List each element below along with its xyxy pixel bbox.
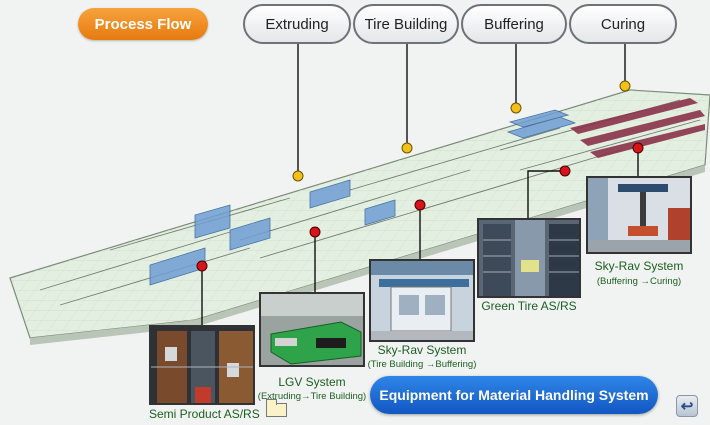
stage-markers bbox=[292, 80, 631, 182]
equipment-marker-semi-product bbox=[196, 260, 208, 272]
equipment-leader-lines bbox=[201, 148, 639, 326]
stage-leader-lines bbox=[297, 44, 626, 176]
process-flow-label: Process Flow bbox=[78, 8, 208, 40]
stage-marker-curing bbox=[619, 80, 631, 92]
lgv-system-photo bbox=[259, 292, 365, 367]
equipment-marker-green-tire bbox=[559, 165, 571, 177]
equipment-banner: Equipment for Material Handling System bbox=[370, 376, 658, 414]
curing-press-rows bbox=[570, 98, 705, 158]
equipment-marker-skyrav-2 bbox=[632, 142, 644, 154]
stage-buffering[interactable]: Buffering bbox=[461, 4, 567, 44]
storage-racks bbox=[149, 109, 577, 286]
folder-icon[interactable] bbox=[266, 399, 287, 417]
semi-product-asrs-title: Semi Product AS/RS bbox=[149, 407, 260, 421]
equipment-markers bbox=[196, 142, 644, 272]
stage-extruding[interactable]: Extruding bbox=[243, 4, 351, 44]
lgv-system-image bbox=[261, 294, 363, 365]
green-tire-asrs-title: Green Tire AS/RS bbox=[481, 299, 577, 313]
stage-curing[interactable]: Curing bbox=[569, 4, 677, 44]
skyrav-curing-image bbox=[588, 178, 690, 252]
skyrav-curing-subtitle: (Buffering →Curing) bbox=[596, 276, 682, 287]
back-arrow-icon[interactable]: ↩ bbox=[676, 395, 698, 417]
skyrav-curing-photo bbox=[586, 176, 692, 254]
lgv-system-subtitle: (Extruding→Tire Building) bbox=[257, 391, 367, 402]
stage-tire-building[interactable]: Tire Building bbox=[353, 4, 459, 44]
stage-marker-tire-building bbox=[401, 142, 413, 154]
skyrav-tire-building-photo bbox=[369, 259, 475, 342]
green-tire-asrs-photo bbox=[477, 218, 581, 298]
skyrav-tire-building-title: Sky-Rav System bbox=[377, 343, 467, 357]
semi-product-asrs-image bbox=[151, 327, 253, 403]
lgv-system-title: LGV System bbox=[278, 375, 346, 389]
stage-marker-buffering bbox=[510, 102, 522, 114]
skyrav-tire-building-image bbox=[371, 261, 473, 340]
skyrav-curing-title: Sky-Rav System bbox=[594, 259, 684, 273]
plant-floor-grid bbox=[10, 90, 710, 338]
equipment-marker-skyrav-1 bbox=[414, 199, 426, 211]
stage-marker-extruding bbox=[292, 170, 304, 182]
green-tire-asrs-image bbox=[479, 220, 579, 296]
semi-product-asrs-photo bbox=[149, 325, 255, 405]
equipment-marker-lgv bbox=[309, 226, 321, 238]
skyrav-tire-building-subtitle: (Tire Building →Buffering) bbox=[367, 359, 477, 370]
